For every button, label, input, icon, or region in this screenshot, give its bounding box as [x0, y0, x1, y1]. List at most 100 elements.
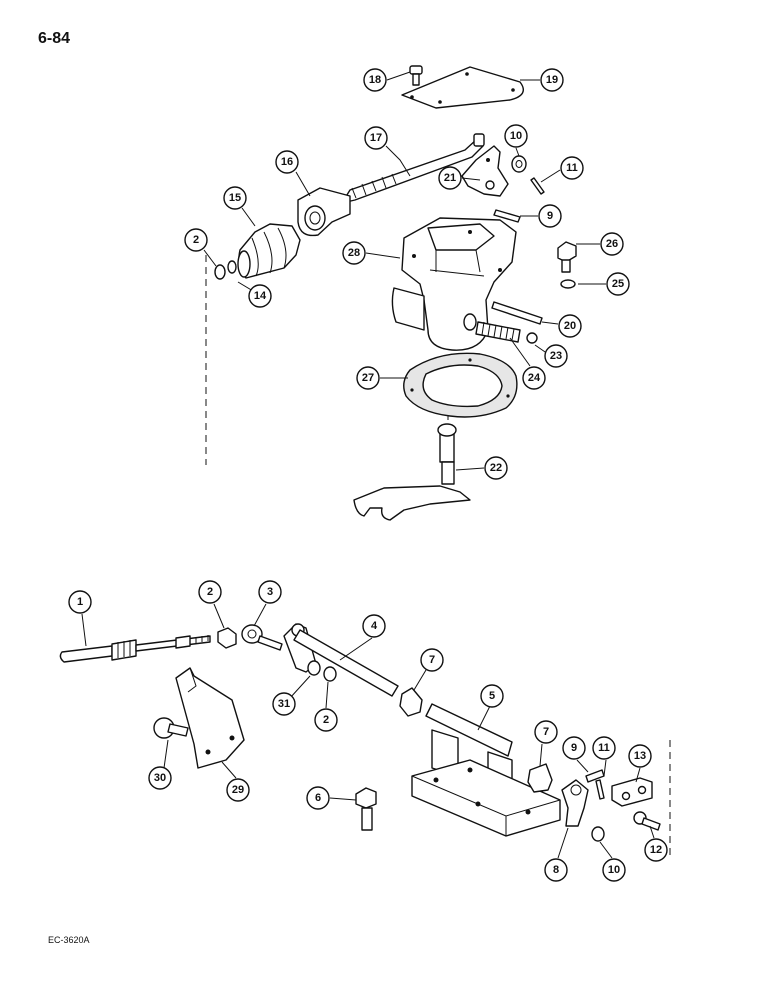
- svg-text:23: 23: [550, 350, 562, 362]
- callout-4: 4: [362, 614, 386, 638]
- callout-16: 16: [275, 150, 299, 174]
- svg-text:11: 11: [598, 742, 610, 754]
- callout-1: 1: [68, 590, 92, 614]
- svg-text:2: 2: [207, 586, 213, 598]
- bushing-left: [399, 687, 423, 717]
- cotter-pin-lower: [595, 779, 605, 800]
- svg-text:10: 10: [510, 130, 522, 142]
- svg-text:10: 10: [608, 864, 620, 876]
- callout-22: 22: [484, 456, 508, 480]
- detent-spring: [475, 321, 521, 343]
- svg-text:7: 7: [429, 654, 435, 666]
- callout-11-lower: 11: [592, 736, 616, 760]
- callout-9-upper: 9: [538, 204, 562, 228]
- svg-text:9: 9: [547, 210, 553, 222]
- shift-bracket: [297, 187, 351, 237]
- callout-2-lower-a: 2: [198, 580, 222, 604]
- svg-text:6: 6: [315, 792, 321, 804]
- shift-arm: [561, 779, 589, 827]
- rubber-boot: [237, 223, 301, 279]
- svg-text:12: 12: [650, 844, 662, 856]
- svg-text:20: 20: [564, 320, 576, 332]
- nut-and-washer-upper: [214, 260, 237, 280]
- lock-washer: [560, 279, 576, 289]
- svg-text:13: 13: [634, 750, 646, 762]
- svg-text:30: 30: [154, 772, 166, 784]
- block-bolt: [355, 787, 377, 831]
- svg-text:2: 2: [323, 714, 329, 726]
- svg-text:9: 9: [571, 742, 577, 754]
- svg-text:8: 8: [553, 864, 559, 876]
- callout-11-upper: 11: [560, 156, 584, 180]
- callout-10-upper: 10: [504, 124, 528, 148]
- washer-lower: [591, 826, 605, 842]
- svg-text:19: 19: [546, 74, 558, 86]
- detent-rod: [491, 301, 543, 325]
- control-cable: [59, 635, 211, 663]
- svg-text:27: 27: [362, 372, 374, 384]
- detent-ball: [526, 332, 538, 344]
- callout-26: 26: [600, 232, 624, 256]
- svg-text:15: 15: [229, 192, 241, 204]
- cable-nut: [217, 627, 237, 649]
- callout-28: 28: [342, 241, 366, 265]
- gasket: [403, 352, 518, 418]
- control-rod: [341, 133, 485, 204]
- pin-lower: [585, 769, 605, 783]
- callout-2-upper: 2: [184, 228, 208, 252]
- upper-assembly: [205, 65, 577, 521]
- callout-25: 25: [606, 272, 630, 296]
- cotter-pin-upper: [530, 177, 545, 195]
- callout-7-a: 7: [420, 648, 444, 672]
- callout-29: 29: [226, 778, 250, 802]
- ball-joint: [241, 624, 283, 651]
- callout-15: 15: [223, 186, 247, 210]
- cover-bolt: [409, 65, 423, 86]
- callout-17: 17: [364, 126, 388, 150]
- svg-text:11: 11: [566, 162, 578, 174]
- callout-12: 12: [644, 838, 668, 862]
- bushing-right: [527, 763, 553, 793]
- mounting-block: [411, 703, 561, 837]
- callout-27: 27: [356, 366, 380, 390]
- callout-10-lower: 10: [602, 858, 626, 882]
- callout-18: 18: [363, 68, 387, 92]
- svg-text:26: 26: [606, 238, 618, 250]
- callout-3: 3: [258, 580, 282, 604]
- callout-24: 24: [522, 366, 546, 390]
- shift-lever: [461, 145, 509, 197]
- callout-23: 23: [544, 344, 568, 368]
- callout-6: 6: [306, 786, 330, 810]
- nut-2-lower: [323, 666, 337, 682]
- svg-text:31: 31: [278, 698, 290, 710]
- support-bracket: [175, 667, 245, 769]
- svg-text:3: 3: [267, 586, 273, 598]
- callout-7-b: 7: [534, 720, 558, 744]
- svg-text:29: 29: [232, 784, 244, 796]
- svg-text:22: 22: [490, 462, 502, 474]
- svg-text:18: 18: [369, 74, 381, 86]
- page-number: 6-84: [38, 30, 71, 47]
- svg-text:24: 24: [528, 372, 541, 384]
- svg-text:14: 14: [254, 290, 267, 302]
- pin-upper: [493, 209, 521, 223]
- clevis-pin: [633, 811, 661, 831]
- callout-13: 13: [628, 744, 652, 768]
- bracket-bolt: [153, 717, 189, 739]
- svg-text:1: 1: [77, 596, 83, 608]
- svg-text:4: 4: [371, 620, 378, 632]
- callout-8: 8: [544, 858, 568, 882]
- callout-2-lower-b: 2: [314, 708, 338, 732]
- clevis: [611, 777, 653, 807]
- washer-31: [307, 660, 321, 676]
- svg-text:2: 2: [193, 234, 199, 246]
- callout-14: 14: [248, 284, 272, 308]
- callout-31: 31: [272, 692, 296, 716]
- callout-19: 19: [540, 68, 564, 92]
- callouts: 18 19 17 10 16 21 11 15 9 2 28 26 14 25 …: [68, 68, 668, 882]
- callout-20: 20: [558, 314, 582, 338]
- callout-9-lower: 9: [562, 736, 586, 760]
- callout-21: 21: [438, 166, 462, 190]
- lower-assembly: [59, 623, 671, 860]
